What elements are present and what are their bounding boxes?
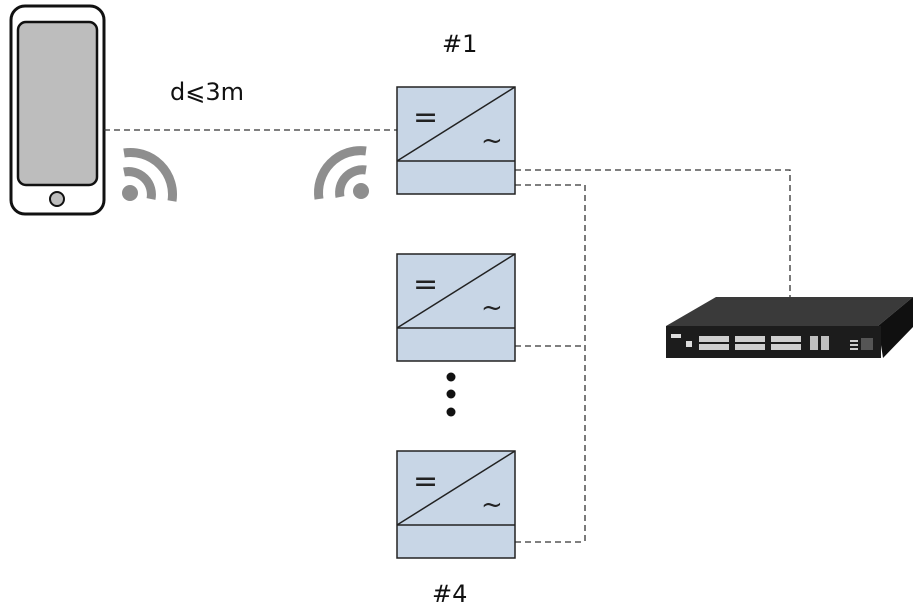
- inverter1-switch-link: [515, 169, 791, 298]
- smartphone-icon: [9, 4, 106, 216]
- inverter1-bus-link: [515, 184, 586, 542]
- dashed-links: [104, 129, 791, 543]
- inverter-4: [396, 450, 516, 559]
- network-switch-icon: [666, 297, 913, 358]
- phone-wifi-icon: [122, 148, 177, 202]
- inverter-wifi-icon: [314, 146, 369, 200]
- inverter-2: [396, 253, 516, 362]
- vertical-ellipsis-icon: [446, 372, 456, 417]
- distance-label: d⩽3m: [170, 78, 244, 106]
- inverter-1: [396, 86, 516, 195]
- inverter-4-label: #4: [432, 580, 468, 608]
- inverter-1-label: #1: [442, 30, 478, 58]
